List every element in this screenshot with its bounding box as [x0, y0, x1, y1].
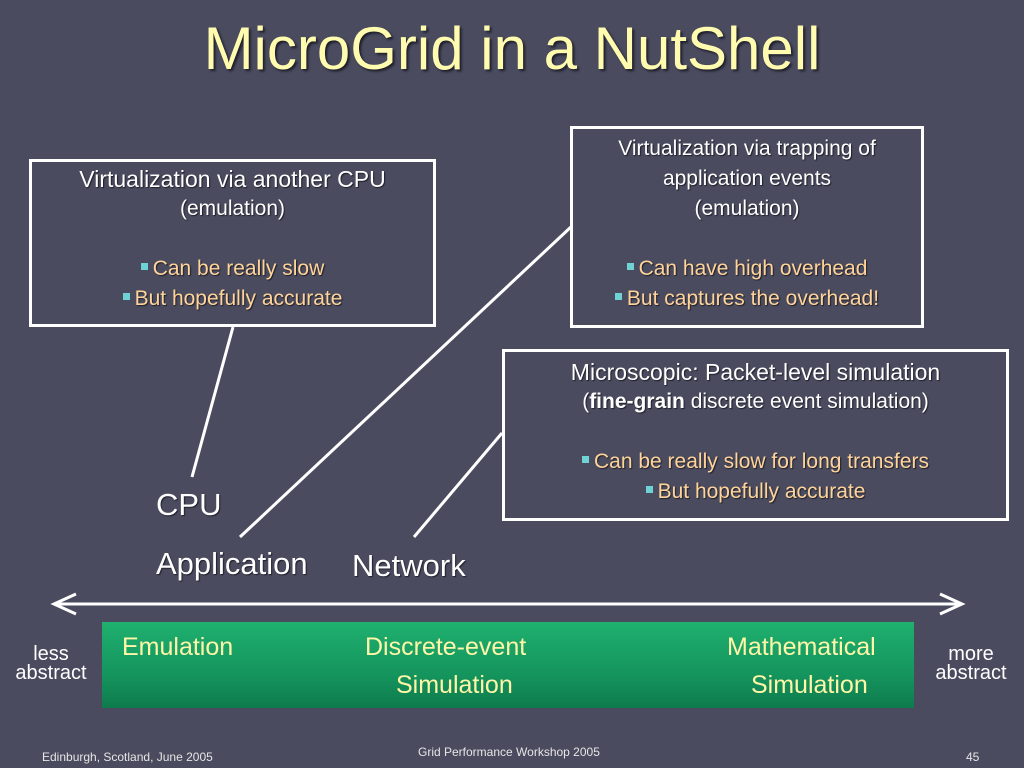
fine-grain-emphasis: fine-grain — [589, 390, 685, 413]
network-simulation-box: Microscopic: Packet-level simulation (fi… — [502, 349, 1009, 521]
cpu-box-bullet: But hopefully accurate — [32, 284, 433, 314]
application-virtualization-box: Virtualization via trapping of applicati… — [570, 126, 924, 328]
square-bullet-icon — [645, 485, 653, 493]
slide-title: MicroGrid in a NutShell — [203, 15, 821, 82]
app-box-bullet: Can have high overhead — [573, 254, 921, 284]
cpu-label: CPU — [156, 487, 222, 522]
cpu-connector-line — [190, 326, 235, 478]
square-bullet-icon — [626, 262, 634, 270]
app-box-bullet: But captures the overhead! — [573, 284, 921, 314]
mathematical-label: Mathematical — [727, 633, 876, 661]
net-box-subheading: (fine-grain discrete event simulation) — [582, 390, 929, 413]
square-bullet-icon — [582, 455, 589, 463]
cpu-box-subheading: (emulation) — [179, 197, 286, 220]
application-label: Application — [156, 546, 308, 581]
app-box-subheading: (emulation) — [694, 197, 800, 220]
mathematical-simulation-label: Simulation — [751, 671, 868, 699]
cpu-virtualization-box: Virtualization via another CPU (emulatio… — [29, 159, 436, 327]
app-box-heading-line1: Virtualization via trapping of — [618, 137, 876, 160]
net-box-bullet: But hopefully accurate — [505, 477, 1006, 507]
square-bullet-icon — [122, 292, 130, 300]
discrete-simulation-label: Simulation — [396, 671, 513, 699]
arrow-right-head — [939, 592, 966, 616]
abstraction-spectrum-bar: Emulation Discrete-event Simulation Math… — [102, 622, 914, 708]
cpu-box-bullet: Can be really slow — [32, 254, 433, 284]
less-abstract-label: less abstract — [15, 643, 87, 684]
cpu-box-heading: Virtualization via another CPU — [79, 166, 386, 192]
discrete-event-label: Discrete-event — [365, 633, 527, 661]
square-bullet-icon — [140, 262, 148, 270]
app-box-heading-line2: application events — [662, 167, 832, 190]
more-abstract-label: more abstract — [935, 643, 1007, 684]
footer-event: Grid Performance Workshop 2005 — [418, 745, 600, 759]
arrow-left-head — [50, 592, 77, 616]
net-box-bullet: Can be really slow for long transfers — [505, 447, 1006, 477]
page-number: 45 — [966, 750, 980, 764]
application-connector-line — [238, 224, 574, 539]
abstraction-arrow — [50, 592, 966, 616]
network-label: Network — [352, 548, 466, 583]
emulation-label: Emulation — [122, 633, 234, 661]
footer-location: Edinburgh, Scotland, June 2005 — [42, 750, 213, 764]
network-connector-line — [412, 432, 504, 538]
net-box-heading: Microscopic: Packet-level simulation — [570, 359, 941, 385]
square-bullet-icon — [614, 292, 622, 300]
